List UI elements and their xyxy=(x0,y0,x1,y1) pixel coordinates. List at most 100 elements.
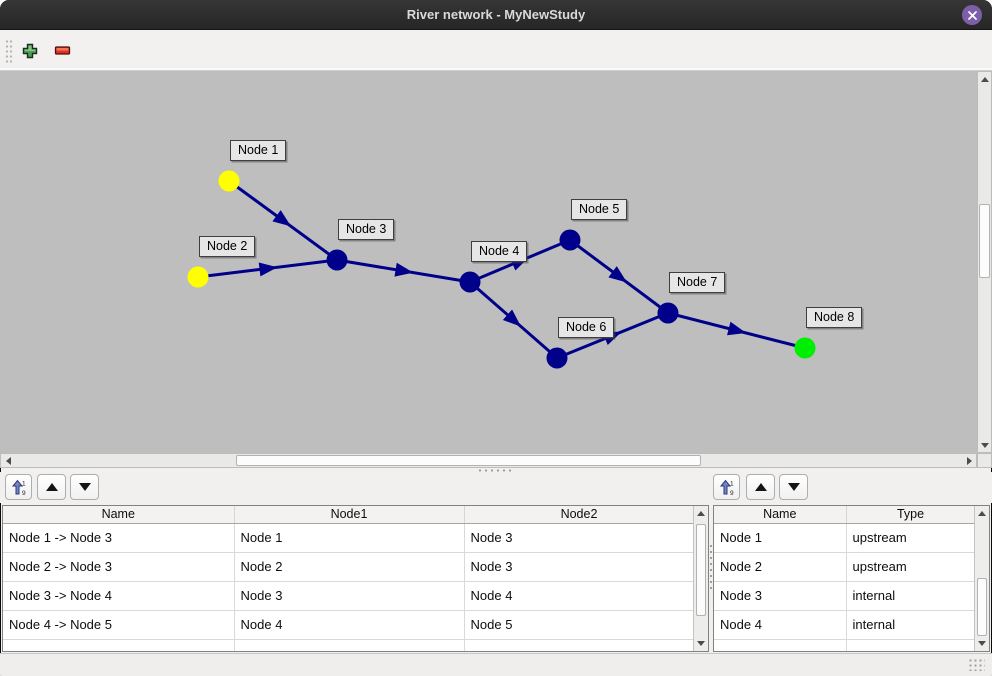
table-cell[interactable]: Node 2 xyxy=(714,552,847,582)
titlebar[interactable]: River network - MyNewStudy xyxy=(0,0,992,30)
river-node[interactable] xyxy=(187,266,209,288)
vertical-scroll-thumb[interactable] xyxy=(977,578,987,636)
close-icon xyxy=(967,10,977,20)
table-cell[interactable]: Node 4 xyxy=(714,610,847,640)
table-cell[interactable]: Node 3 xyxy=(234,581,465,611)
table-cell[interactable] xyxy=(234,639,465,651)
move-down-button[interactable] xyxy=(70,474,99,500)
window-title: River network - MyNewStudy xyxy=(406,7,586,22)
down-arrow-icon xyxy=(78,483,91,491)
table-row[interactable] xyxy=(3,639,695,651)
node-label[interactable]: Node 1 xyxy=(230,140,287,161)
table-cell[interactable]: Node 3 xyxy=(714,581,847,611)
move-up-button[interactable] xyxy=(37,474,66,500)
table-vertical-scrollbar[interactable] xyxy=(693,506,708,651)
table-cell[interactable]: Node 1 xyxy=(714,523,847,553)
node-label[interactable]: Node 2 xyxy=(199,236,256,257)
scroll-down-button[interactable] xyxy=(694,637,708,650)
canvas-horizontal-scrollbar[interactable] xyxy=(0,453,977,468)
column-header-type[interactable]: Type xyxy=(846,506,976,524)
triangle-down-icon xyxy=(697,641,705,646)
table-cell[interactable] xyxy=(3,639,235,651)
vertical-scroll-thumb[interactable] xyxy=(696,524,706,616)
table-cell[interactable]: Node 5 xyxy=(464,610,695,640)
horizontal-scroll-thumb[interactable] xyxy=(236,455,701,466)
river-network-diagram xyxy=(187,170,816,369)
triangle-up-icon xyxy=(978,511,986,516)
close-button[interactable] xyxy=(962,5,982,25)
edge-arrow-icon xyxy=(727,321,747,336)
sort-button[interactable]: 1 9 xyxy=(5,474,32,500)
table-cell[interactable]: Node 4 -> Node 5 xyxy=(3,610,235,640)
panel-splitter-handle[interactable] xyxy=(709,543,713,593)
scroll-up-button[interactable] xyxy=(694,507,708,520)
river-node[interactable] xyxy=(326,249,348,271)
node-label[interactable]: Node 8 xyxy=(806,307,863,328)
node-label[interactable]: Node 5 xyxy=(571,199,628,220)
scroll-up-button[interactable] xyxy=(975,507,989,520)
column-header-name[interactable]: Name xyxy=(3,506,235,524)
river-node[interactable] xyxy=(794,337,816,359)
table-cell[interactable] xyxy=(464,639,695,651)
scroll-right-button[interactable] xyxy=(962,454,976,467)
table-cell[interactable]: Node 1 -> Node 3 xyxy=(3,523,235,553)
table-cell[interactable] xyxy=(846,639,976,651)
column-header-node2[interactable]: Node2 xyxy=(464,506,695,524)
node-label[interactable]: Node 3 xyxy=(338,219,395,240)
table-cell[interactable]: Node 4 xyxy=(234,610,465,640)
main-toolbar xyxy=(0,30,992,71)
table-cell[interactable]: Node 3 xyxy=(464,523,695,553)
canvas-vertical-scrollbar[interactable] xyxy=(977,71,992,453)
network-canvas[interactable]: Node 1 Node 2 Node 3 Node 4 Node 5 Node 6 Node… xyxy=(0,71,977,453)
table-cell[interactable]: Node 2 -> Node 3 xyxy=(3,552,235,582)
table-cell[interactable]: Node 1 xyxy=(234,523,465,553)
table-cell[interactable]: upstream xyxy=(846,552,976,582)
table-row[interactable] xyxy=(714,639,976,651)
scroll-down-button[interactable] xyxy=(975,637,989,650)
vertical-scroll-thumb[interactable] xyxy=(979,204,990,278)
scroll-up-button[interactable] xyxy=(978,72,991,86)
river-node[interactable] xyxy=(546,347,568,369)
splitter-handle[interactable] xyxy=(477,469,515,472)
toolbar-drag-handle[interactable] xyxy=(5,39,13,63)
table-cell[interactable]: Node 4 xyxy=(464,581,695,611)
triangle-down-icon xyxy=(978,641,986,646)
column-header-name[interactable]: Name xyxy=(714,506,847,524)
add-node-button[interactable] xyxy=(17,38,43,64)
scroll-down-button[interactable] xyxy=(978,438,991,452)
node-label[interactable]: Node 6 xyxy=(558,317,615,338)
table-vertical-scrollbar[interactable] xyxy=(974,506,989,651)
scroll-left-button[interactable] xyxy=(1,454,15,467)
river-node[interactable] xyxy=(218,170,240,192)
up-arrow-icon xyxy=(754,483,767,491)
remove-node-button[interactable] xyxy=(50,38,76,64)
node-label[interactable]: Node 4 xyxy=(471,241,528,262)
column-header-node1[interactable]: Node1 xyxy=(234,506,465,524)
river-node[interactable] xyxy=(459,271,481,293)
edge-arrow-icon xyxy=(394,262,414,277)
sort-button[interactable]: 1 9 xyxy=(713,474,740,500)
river-node[interactable] xyxy=(657,302,679,324)
table-cell[interactable]: Node 2 xyxy=(234,552,465,582)
table-cell[interactable]: internal xyxy=(846,610,976,640)
resize-grip[interactable] xyxy=(968,658,985,671)
node-label[interactable]: Node 7 xyxy=(669,272,726,293)
move-up-button[interactable] xyxy=(746,474,775,500)
table-cell[interactable]: Node 3 xyxy=(464,552,695,582)
add-icon xyxy=(22,43,38,59)
table-cell[interactable]: Node 3 -> Node 4 xyxy=(3,581,235,611)
table-cell[interactable]: upstream xyxy=(846,523,976,553)
river-node[interactable] xyxy=(559,229,581,251)
table-cell[interactable]: internal xyxy=(846,581,976,611)
table-cell[interactable] xyxy=(714,639,847,651)
move-down-button[interactable] xyxy=(779,474,808,500)
